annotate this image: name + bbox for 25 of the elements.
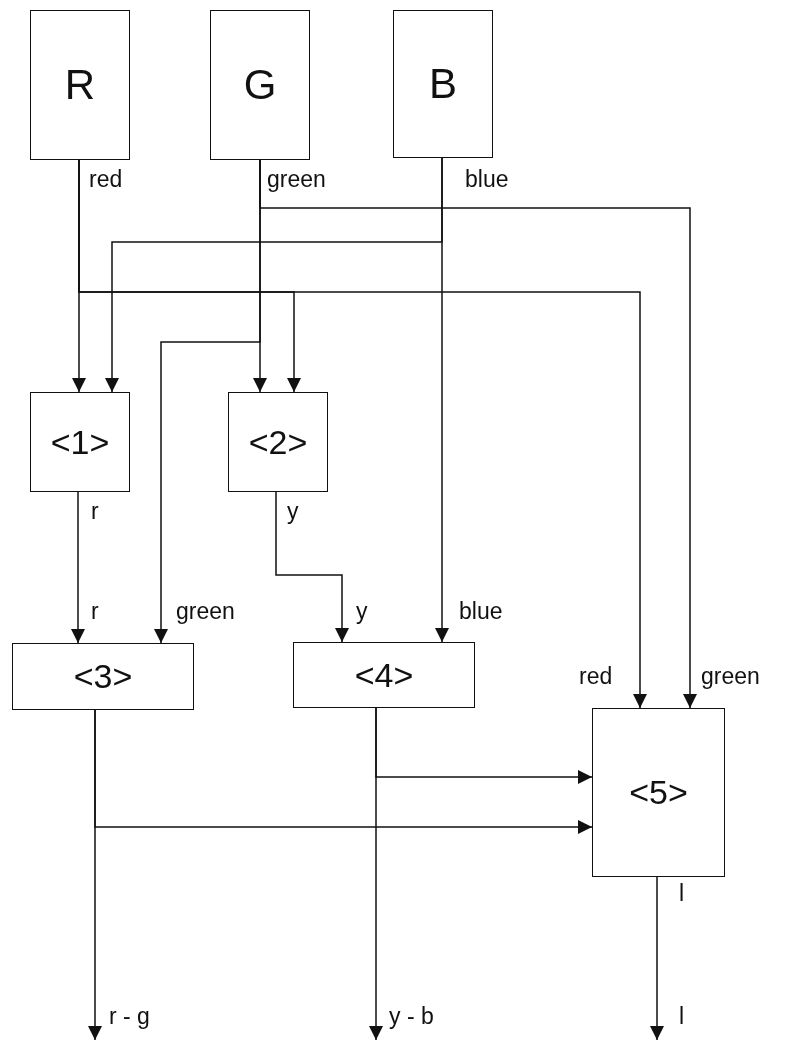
node-label: <5> <box>629 773 688 812</box>
edge-label: y - b <box>388 1005 435 1028</box>
process-box <box>228 392 328 492</box>
node-label: G <box>243 61 277 109</box>
arrow <box>259 159 697 709</box>
process-box <box>592 708 725 877</box>
node-label: <2> <box>248 422 308 462</box>
arrow <box>375 707 593 784</box>
arrow <box>650 876 664 1041</box>
node-label: <1> <box>50 422 110 462</box>
arrow <box>78 159 647 709</box>
arrow <box>275 491 349 643</box>
node-label: B <box>429 60 457 108</box>
process-box <box>30 392 130 492</box>
process-box <box>12 643 194 710</box>
node-label: <3> <box>73 657 133 696</box>
process-box <box>393 10 493 158</box>
node-label: R <box>64 61 96 109</box>
arrow <box>94 709 593 834</box>
arrow <box>435 157 449 643</box>
process-box <box>30 10 130 160</box>
node-label: <4> <box>354 655 414 695</box>
process-box <box>210 10 310 160</box>
arrow <box>71 491 85 644</box>
process-box <box>293 642 475 708</box>
